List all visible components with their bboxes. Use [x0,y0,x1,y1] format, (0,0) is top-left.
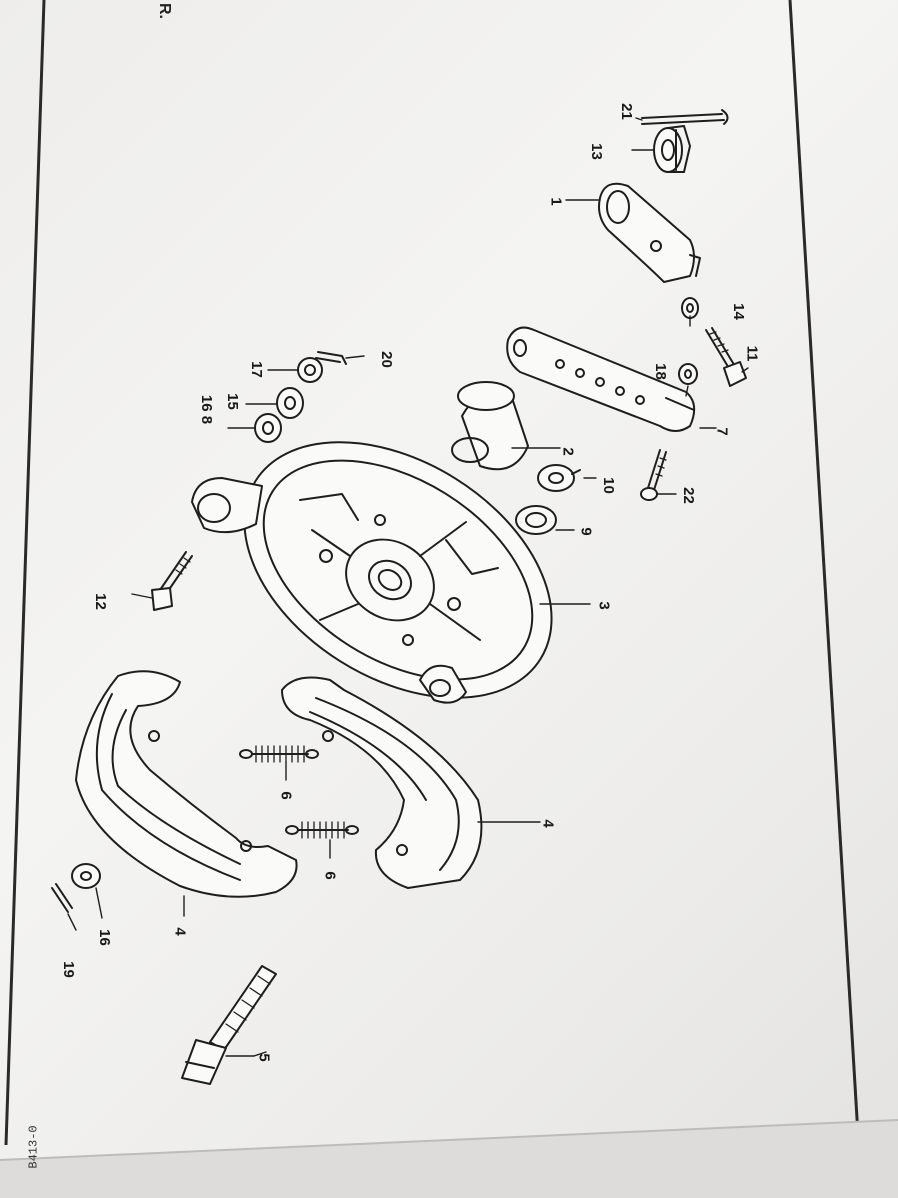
callout-16: 16 [95,929,113,946]
return-spring-part-6-lower [285,821,359,839]
washer-part-10 [537,464,581,492]
cotter-pin-part-20 [315,351,347,365]
nut-part-14 [681,297,699,319]
nut-part-18 [678,363,698,385]
cotter-pin-part-19 [51,883,73,913]
callout-21: 21 [617,103,635,120]
brake-panel-part-3 [191,441,553,704]
callout-6-lower: 6 [321,871,339,880]
callout-14: 14 [729,303,747,320]
callout-15: 15 [223,393,241,410]
washer-part-16-8 [254,413,282,443]
cotter-pin-part-21 [641,109,729,125]
brake-arm-part-1 [598,182,701,283]
callout-9: 9 [577,527,595,536]
callout-6-upper: 6 [277,791,295,800]
callout-5: 5 [255,1053,273,1062]
bolt-part-11 [705,327,747,387]
callout-16-8: 16 8 [198,394,216,425]
brake-shoe-part-4-upper [281,676,483,889]
callout-20: 20 [377,351,395,368]
callout-10: 10 [599,477,617,494]
castle-nut-part-13 [653,125,691,173]
callout-19: 19 [59,961,77,978]
brake-cam-part-5 [181,965,277,1085]
washer-part-16 [71,863,101,889]
callout-11: 11 [743,345,761,362]
callout-3: 3 [595,601,613,610]
page-heading-fragment: R. [156,3,173,19]
figure-code: B413-0 [26,1125,41,1169]
seal-part-9 [515,505,557,535]
callout-4-lower: 4 [171,927,189,936]
callout-4-upper: 4 [539,819,557,828]
callout-18: 18 [651,363,669,380]
brake-shoe-part-4-lower [75,670,298,898]
callout-7: 7 [713,427,731,436]
return-spring-part-6-upper [239,745,319,763]
nut-part-17 [297,357,323,383]
callout-leader-lines [67,117,749,1057]
callout-22: 22 [679,487,697,504]
callout-17: 17 [247,361,265,378]
bolt-part-12 [151,551,193,611]
collar-part-2 [451,381,529,471]
torque-link-part-7 [506,326,696,432]
callout-13: 13 [587,143,605,160]
callout-12: 12 [91,593,109,610]
callout-1: 1 [547,197,565,206]
callout-2: 2 [559,447,577,456]
washer-part-15 [276,387,304,419]
bolt-part-22 [640,449,667,501]
